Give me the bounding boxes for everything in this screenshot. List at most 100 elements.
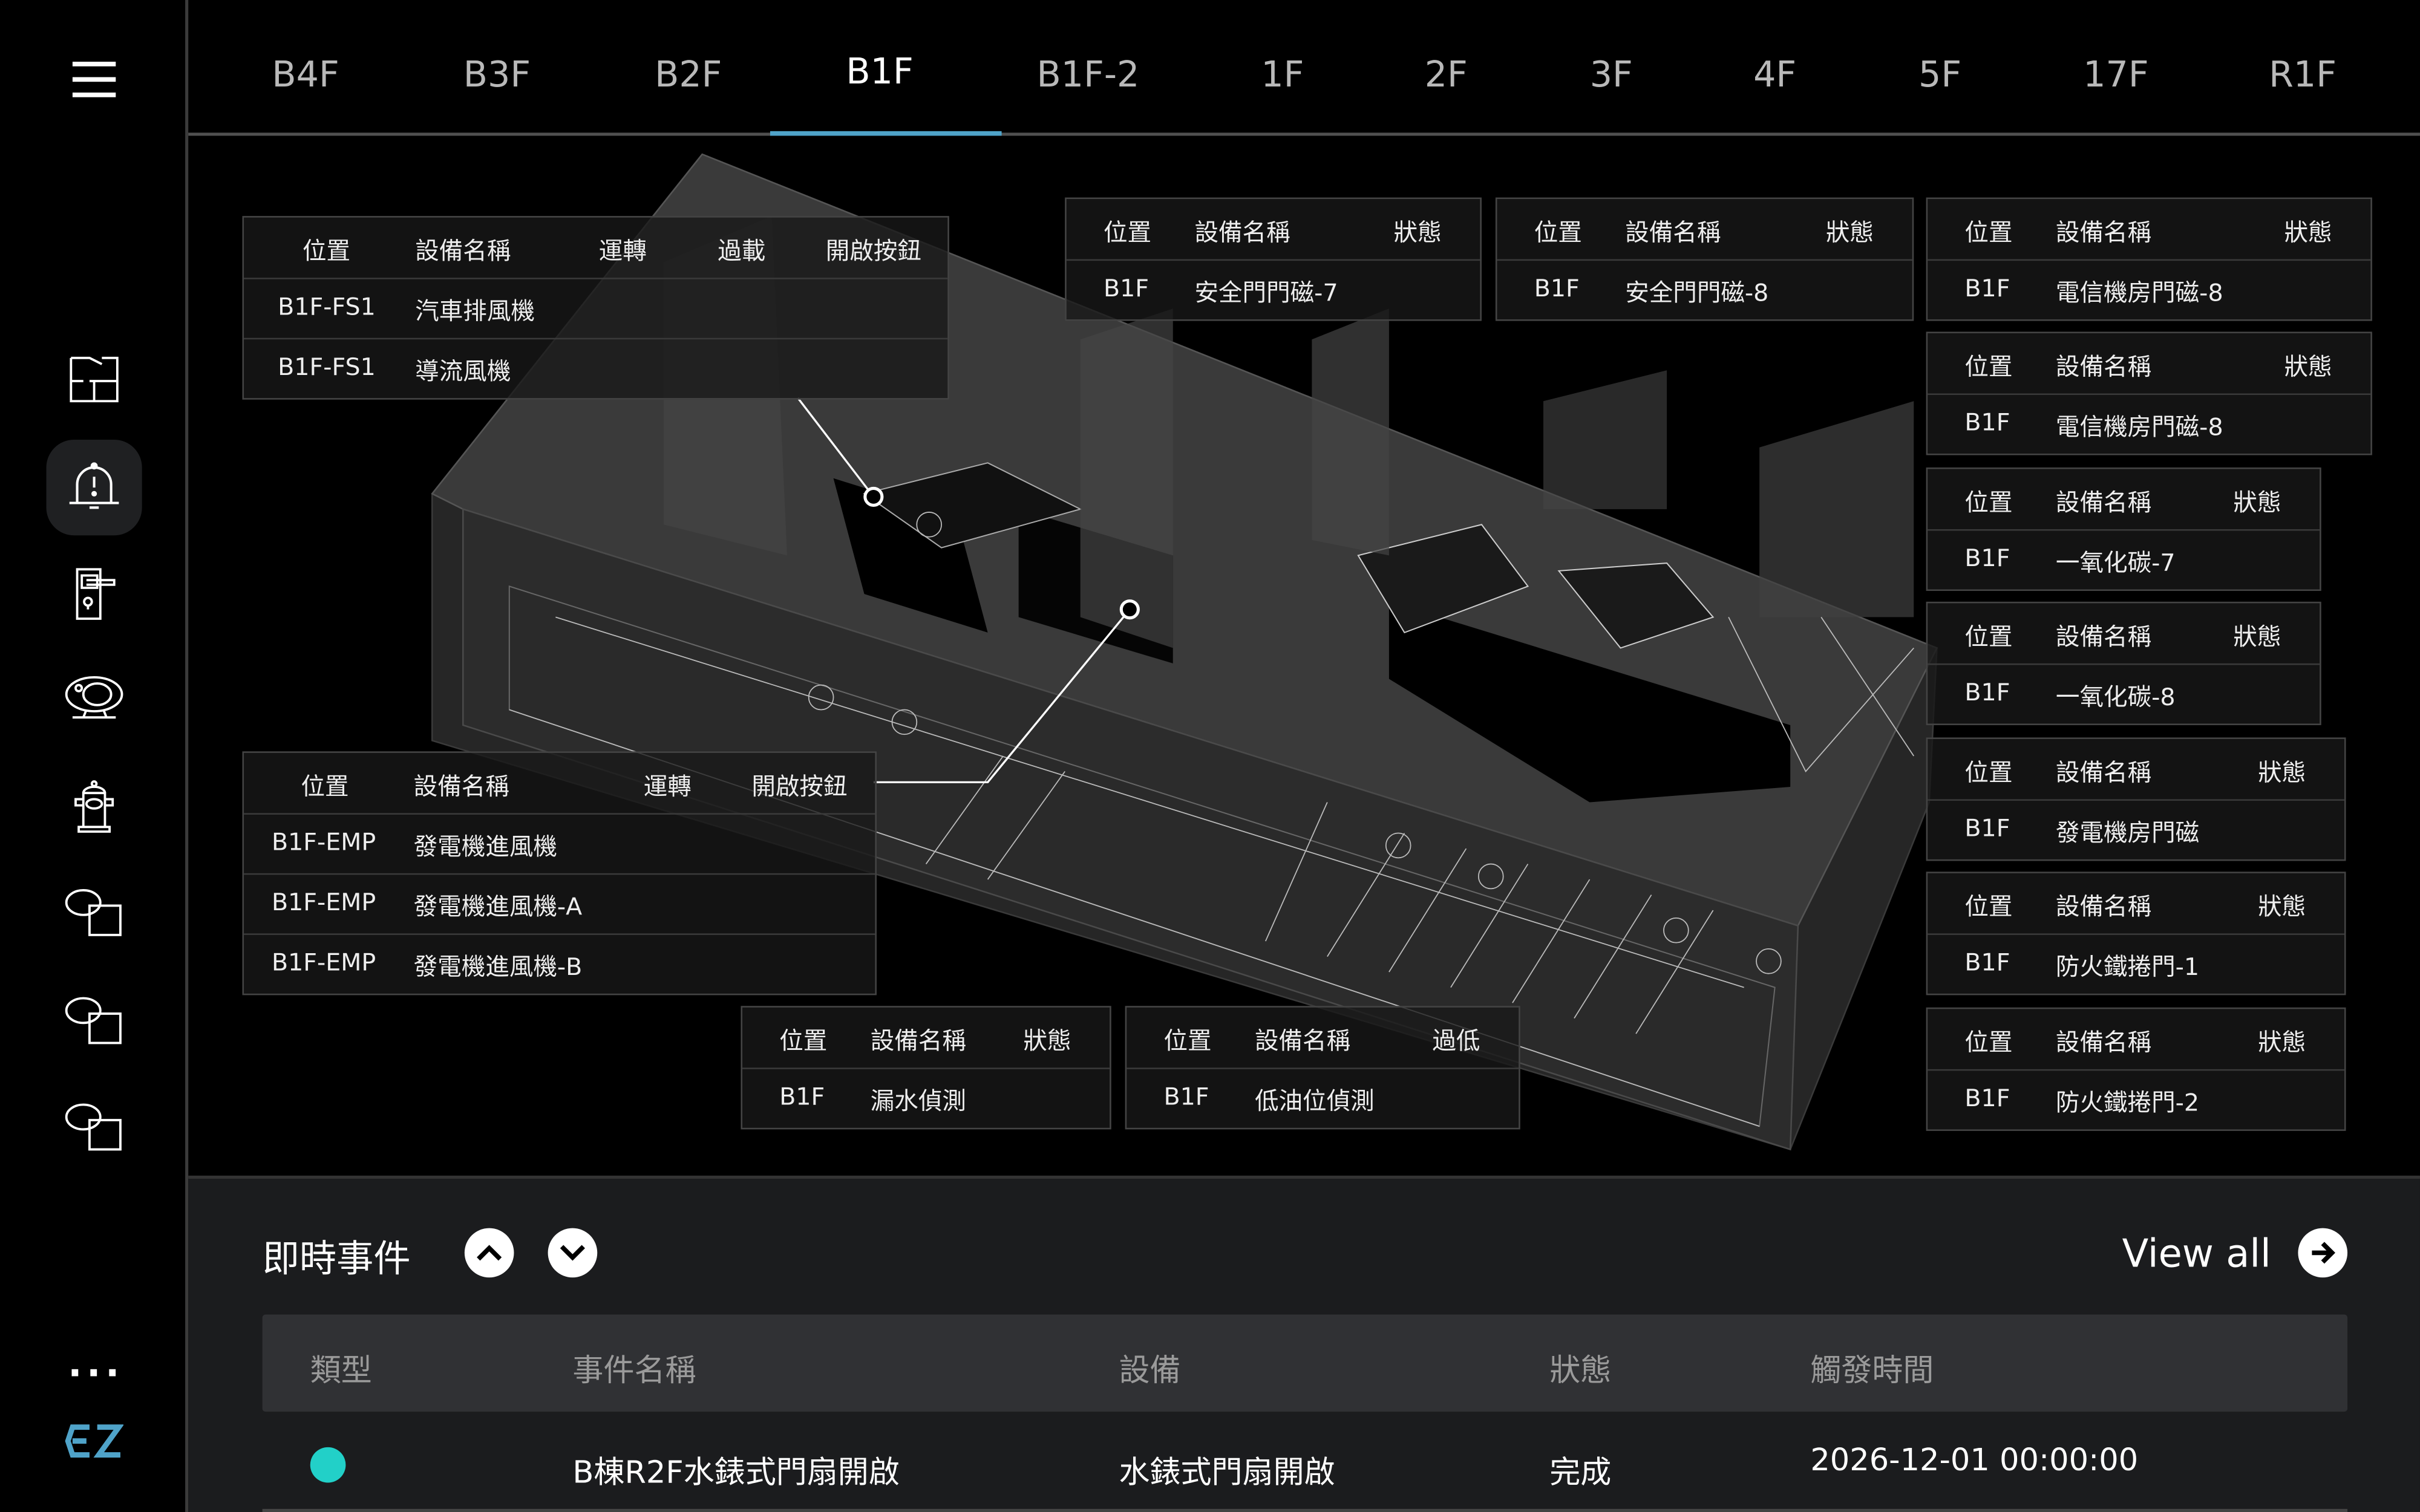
panel-header-cell: 位置 [301,773,349,801]
row-divider [262,1508,2348,1512]
tab-17f[interactable]: 17F [2083,55,2149,96]
panel-header-cell: 運轉 [643,773,692,801]
panel-cell: B1F [1103,275,1150,302]
tab-b3f[interactable]: B3F [463,55,531,96]
panel-header-cell: 狀態 [1393,219,1442,247]
col-device: 設備 [1119,1351,1181,1389]
panel-cell: 發電機進風機-A [413,893,583,921]
active-tab-indicator [770,131,1002,136]
panel-cell: 安全門門磁-8 [1625,279,1769,307]
view-all-arrow-button[interactable] [2298,1228,2348,1278]
door-lock-icon[interactable] [47,546,142,642]
sensor-marker[interactable] [1119,599,1140,620]
panel-header-cell: 運轉 [598,237,647,266]
floor-plan-icon[interactable] [47,331,142,427]
event-status: 完成 [1549,1453,1612,1491]
panel-header-cell: 狀態 [2233,623,2281,651]
panel-cell: B1F-FS1 [278,293,376,321]
fire-hydrant-icon[interactable] [47,758,142,853]
panel-header-cell: 設備名稱 [2055,893,2152,921]
panel-cell: 防火鐵捲門-2 [2055,1089,2200,1117]
panel-row: B1F-FS1 汽車排風機 [244,278,948,340]
tab-2f[interactable]: 2F [1424,55,1468,96]
panel-header-cell: 狀態 [2258,1029,2306,1057]
tab-b1f[interactable]: B1F [846,52,914,93]
panel-header: 位置設備名稱運轉開啟按鈕 [244,753,875,815]
device-group-icon[interactable] [47,865,142,961]
device-group-icon[interactable] [47,974,142,1069]
arrow-right-icon [2312,1242,2335,1264]
panel-header-cell: 設備名稱 [1194,219,1290,247]
realtime-events-panel: 即時事件 View all 類型 事件名稱 設備 狀態 觸發時間 B棟R2F水錶… [188,1175,2420,1512]
cctv-camera-icon[interactable] [47,651,142,747]
tab-b1f-2[interactable]: B1F-2 [1036,55,1140,96]
tab-r1f[interactable]: R1F [2269,55,2337,96]
panel-header-cell: 狀態 [1825,219,1874,247]
panel-cell: 發電機進風機 [413,833,557,861]
col-type: 類型 [310,1351,372,1389]
hamburger-menu-icon[interactable] [72,62,116,99]
tab-3f[interactable]: 3F [1589,55,1633,96]
sensor-marker[interactable] [863,486,884,507]
panel-cell: 發電機房門磁 [2055,819,2200,847]
panel-header: 位置設備名稱狀態 [1928,469,2320,531]
panel-header-cell: 設備名稱 [2055,759,2152,787]
alarm-bell-icon[interactable] [46,440,142,536]
panel-header-cell: 過載 [718,237,766,266]
device-group-icon[interactable] [47,1080,142,1176]
panel-header-cell: 位置 [1964,353,2013,382]
panel-cell: B1F-FS1 [278,353,376,382]
panel-cell: 一氧化碳-7 [2055,549,2176,578]
more-menu-button[interactable]: ... [68,1342,124,1386]
event-type-dot [310,1447,346,1483]
tab-1f[interactable]: 1F [1261,55,1304,96]
panel-header: 位置設備名稱狀態 [742,1008,1110,1069]
col-status: 狀態 [1549,1351,1612,1389]
tab-b2f[interactable]: B2F [655,55,722,96]
panel-header-cell: 位置 [779,1027,828,1055]
panel-cell: B1F-EMP [271,828,376,856]
panel-cell: 發電機進風機-B [413,953,583,982]
tab-b4f[interactable]: B4F [272,55,339,96]
panel-cell: B1F [1964,948,2010,977]
panel-header-cell: 設備名稱 [2055,219,2152,247]
panel-cell: B1F [1534,275,1580,302]
panel-cell: 導流風機 [415,357,511,386]
panel-cell: 電信機房門磁-8 [2055,279,2223,307]
tab-5f[interactable]: 5F [1918,55,1962,96]
view-all-link[interactable]: View all [2122,1231,2271,1276]
panel-header-cell: 位置 [1964,759,2013,787]
sidebar: ... [0,0,189,1512]
col-event-name: 事件名稱 [572,1351,696,1389]
scroll-down-button[interactable] [548,1228,598,1278]
panel-header: 位置設備名稱狀態 [1928,1009,2344,1071]
panel-row: B1F-FS1 導流風機 [244,338,947,398]
scroll-up-button[interactable] [464,1228,514,1278]
panel-cell: B1F [1964,679,2010,707]
panel-cell: 安全門門磁-7 [1194,279,1338,307]
tab-4f[interactable]: 4F [1753,55,1797,96]
panel-header-cell: 設備名稱 [413,773,509,801]
panel-header-cell: 狀態 [2284,353,2332,382]
panel-header: 位置設備名稱狀態 [1928,333,2371,396]
panel-header-cell: 過低 [1432,1027,1480,1055]
ez-logo [65,1422,125,1465]
event-time: 2026-12-01 00:00:00 [1810,1441,2139,1478]
col-trigger-time: 觸發時間 [1810,1351,1934,1389]
panel-cell: 汽車排風機 [415,298,535,326]
